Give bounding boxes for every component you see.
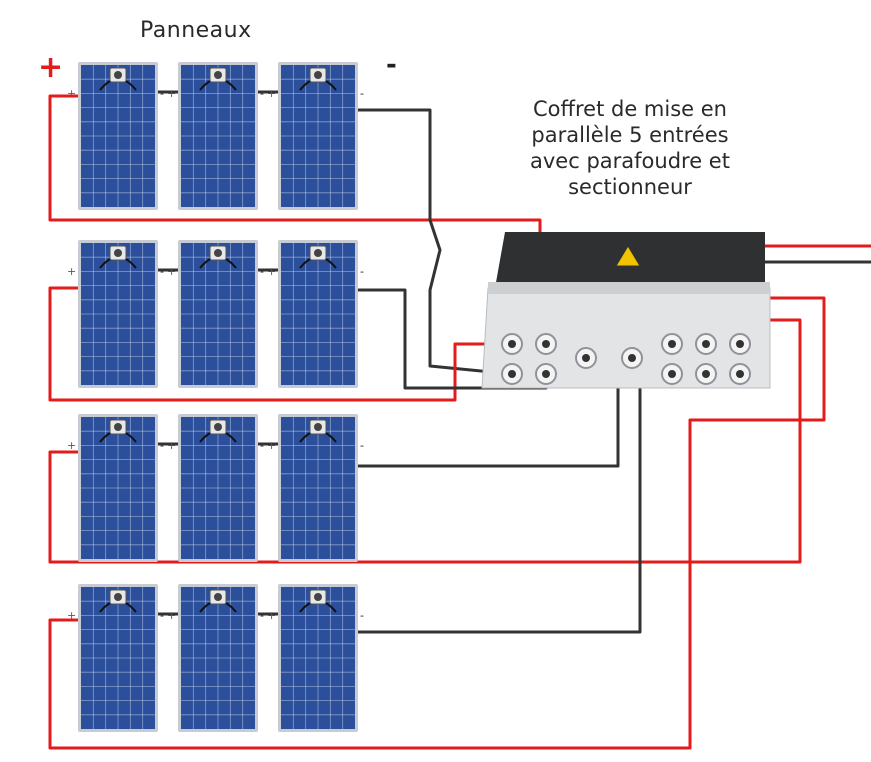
solar-panel-icon: +- — [267, 62, 364, 210]
panel-terminal — [314, 423, 322, 431]
gland-hole — [542, 370, 550, 378]
panel-minus-mark: - — [160, 609, 164, 622]
panel-minus-mark: - — [260, 87, 264, 100]
panels-title: Panneaux — [140, 18, 252, 43]
gland-hole — [508, 340, 516, 348]
panel-plus-mark: + — [267, 265, 276, 278]
panel-plus-mark: + — [267, 609, 276, 622]
box-body — [481, 287, 771, 389]
solar-panel-icon: +- — [167, 414, 264, 562]
solar-panel-icon: +- — [67, 240, 164, 388]
gland-hole — [668, 370, 676, 378]
panel-plus-mark: + — [67, 439, 76, 452]
combiner-box-description: Coffret de mise en parallèle 5 entrées a… — [480, 96, 780, 200]
panel-terminal — [114, 71, 122, 79]
box-description-line: sectionneur — [568, 175, 692, 199]
gland-hole — [542, 340, 550, 348]
panel-terminal — [314, 71, 322, 79]
panel-minus-mark: - — [160, 87, 164, 100]
warning-icon — [615, 245, 641, 267]
panel-plus-mark: + — [267, 439, 276, 452]
panel-terminal — [314, 249, 322, 257]
positive-sign: + — [38, 50, 64, 85]
junction-box-icon — [481, 232, 771, 389]
panel-terminal — [214, 249, 222, 257]
solar-panel-icon: +- — [167, 240, 264, 388]
panel-minus-mark: - — [260, 609, 264, 622]
panel-minus-mark: - — [360, 87, 364, 100]
panel-plus-mark: + — [167, 87, 176, 100]
panel-minus-mark: - — [260, 265, 264, 278]
panel-plus-mark: + — [167, 265, 176, 278]
panel-minus-mark: - — [360, 265, 364, 278]
panel-plus-mark: + — [67, 265, 76, 278]
box-description-line: parallèle 5 entrées — [531, 123, 729, 147]
solar-panel-icon: +- — [167, 62, 264, 210]
gland-hole — [628, 354, 636, 362]
solar-panel-icon: +- — [267, 584, 364, 732]
panel-terminal — [214, 71, 222, 79]
gland-hole — [702, 340, 710, 348]
panel-terminal — [114, 249, 122, 257]
gland-hole — [668, 340, 676, 348]
string4-negative-wire — [358, 372, 672, 634]
gland-hole — [582, 354, 590, 362]
solar-panel-icon: +- — [167, 584, 264, 732]
string2-positive-wire — [48, 286, 512, 402]
panel-terminal — [214, 423, 222, 431]
string1-negative-wire — [358, 108, 513, 376]
solar-panel-icon: +- — [267, 240, 364, 388]
panel-plus-mark: + — [67, 87, 76, 100]
gland-hole — [736, 340, 744, 348]
panel-terminal — [114, 423, 122, 431]
gland-hole — [508, 370, 516, 378]
panel-minus-mark: - — [360, 439, 364, 452]
box-description-line: avec parafoudre et — [530, 149, 730, 173]
panel-plus-mark: + — [67, 609, 76, 622]
panel-terminal — [314, 593, 322, 601]
box-description-line: Coffret de mise en — [533, 97, 727, 121]
panel-minus-mark: - — [360, 609, 364, 622]
panel-plus-mark: + — [167, 439, 176, 452]
solar-panel-icon: +- — [67, 62, 164, 210]
panel-minus-mark: - — [160, 439, 164, 452]
panel-plus-mark: + — [167, 609, 176, 622]
box-seal — [488, 282, 770, 294]
panel-plus-mark: + — [267, 87, 276, 100]
panel-terminal — [114, 593, 122, 601]
gland-hole — [702, 370, 710, 378]
solar-panel-icon: +- — [67, 584, 164, 732]
gland-hole — [736, 370, 744, 378]
negative-sign: - — [386, 50, 397, 80]
panel-minus-mark: - — [260, 439, 264, 452]
solar-panel-icon: +- — [67, 414, 164, 562]
solar-panel-icon: +- — [267, 414, 364, 562]
panel-terminal — [214, 593, 222, 601]
panel-minus-mark: - — [160, 265, 164, 278]
